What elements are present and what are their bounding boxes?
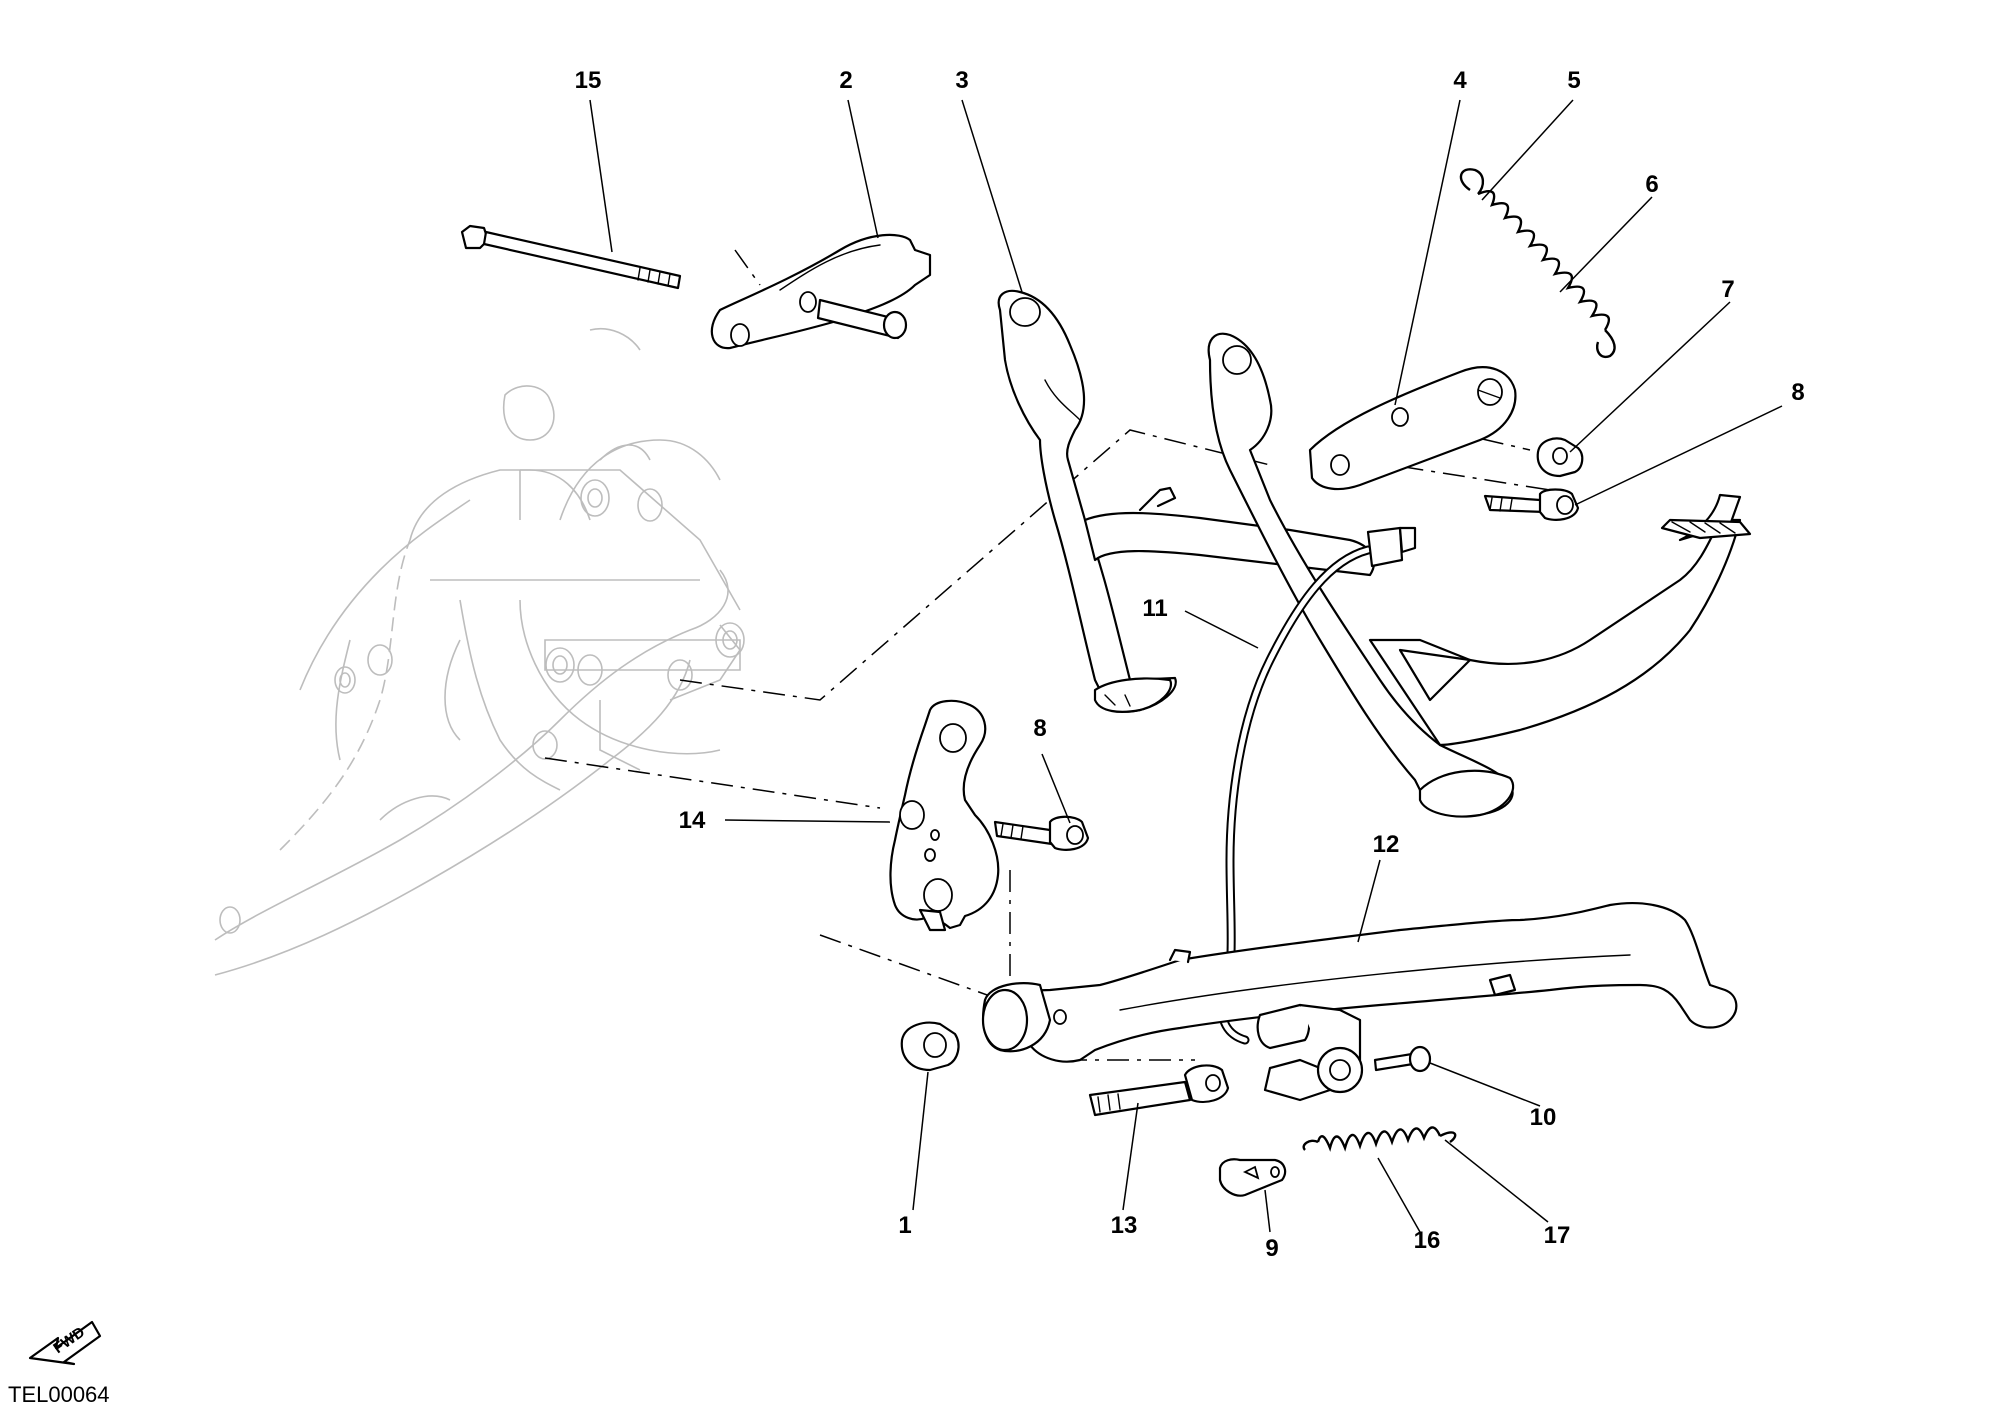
part-10-spring <box>1302 1126 1457 1152</box>
callout-1: 1 <box>898 1212 911 1239</box>
part-12-screw <box>1373 1045 1432 1073</box>
callout-6: 6 <box>1645 171 1658 198</box>
forward-direction-arrow-icon: FWD <box>28 1320 102 1366</box>
callout-3: 3 <box>955 67 968 94</box>
part-16-mount-plate <box>889 699 1000 932</box>
callout-8-lower: 8 <box>1033 715 1046 742</box>
part-15-pivot-bolt <box>1088 1064 1230 1117</box>
callout-12: 10 <box>1530 1104 1557 1131</box>
engine-case-outline <box>214 328 745 976</box>
callout-9: 17 <box>1544 1222 1571 1249</box>
drawing-code: TEL00064 <box>8 1382 110 1407</box>
callout-13: 11 <box>1142 595 1167 622</box>
callout-7: 7 <box>1721 276 1734 303</box>
callout-2: 2 <box>839 67 852 94</box>
part-8-bolt-upper <box>1483 488 1580 521</box>
part-7-nut <box>1536 437 1584 478</box>
part-11-spring-plate <box>1218 1158 1287 1197</box>
callout-11: 9 <box>1265 1235 1278 1262</box>
leader-lines <box>589 99 1783 1233</box>
callout-17: 15 <box>575 67 602 94</box>
part-14-side-stand <box>981 902 1738 1102</box>
callout-8-upper: 8 <box>1791 379 1804 406</box>
callout-10: 16 <box>1414 1227 1441 1254</box>
callout-15: 13 <box>1111 1212 1138 1239</box>
part-8-bolt-lower <box>993 815 1090 851</box>
callout-16: 14 <box>679 807 706 834</box>
callout-14: 12 <box>1373 831 1400 858</box>
callout-labels: 15 2 3 4 5 6 7 8 11 8 14 12 10 1 13 9 16… <box>575 67 1805 1262</box>
part-17-bolt <box>460 224 682 290</box>
part-2-bracket <box>710 233 932 350</box>
part-4-plate <box>1308 366 1517 491</box>
callout-4: 4 <box>1453 67 1467 94</box>
callout-5: 5 <box>1567 67 1580 94</box>
part-1-bushing <box>900 1021 960 1072</box>
part-6-spring <box>1459 168 1616 359</box>
centre-stand <box>997 289 1752 818</box>
